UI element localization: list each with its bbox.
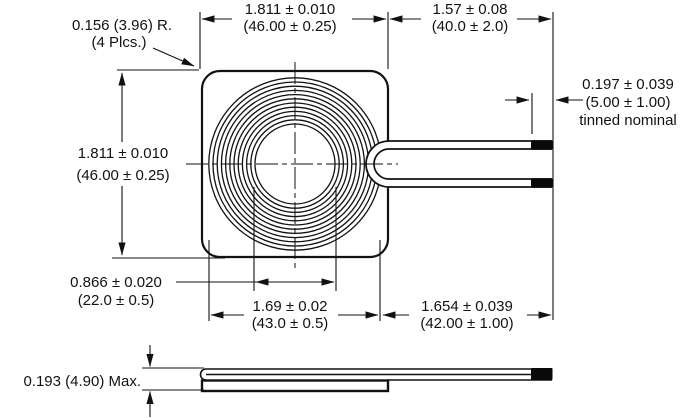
side-view xyxy=(199,368,553,393)
radius-leader-arrow xyxy=(152,47,195,67)
inner-diameter-mm: (22.0 ± 0.5) xyxy=(78,292,155,309)
dimension-labels: 0.156 (3.96) R. (4 Plcs.) 1.811 ± 0.010 … xyxy=(23,1,676,390)
lead-length-top-mm: (40.0 ± 2.0) xyxy=(432,18,509,35)
overall-height-inches: 1.811 ± 0.010 xyxy=(78,145,169,162)
tinned-length-inches: 0.197 ± 0.039 xyxy=(582,76,674,93)
overall-height-mm: (46.00 ± 0.25) xyxy=(76,167,169,184)
inner-diameter-inches: 0.866 ± 0.020 xyxy=(70,274,162,291)
lead-length-bottom-inches: 1.654 ± 0.039 xyxy=(421,298,513,315)
side-view-body xyxy=(200,379,390,393)
winding-outer-inches: 1.69 ± 0.02 xyxy=(253,298,328,315)
dimension-lines xyxy=(112,12,583,417)
side-view-tinned-end xyxy=(531,368,553,380)
lead-length-bottom-mm: (42.00 ± 1.00) xyxy=(420,315,513,332)
lead-wire-bottom-fill xyxy=(389,180,552,186)
lead-wires xyxy=(389,140,553,188)
overall-width-mm: (46.00 ± 0.25) xyxy=(243,18,336,35)
corner-radius-note: (4 Plcs.) xyxy=(91,34,146,51)
tinned-end-top xyxy=(531,140,553,150)
top-view xyxy=(186,62,553,272)
lead-wire-top-fill xyxy=(389,142,552,148)
tinned-end-bottom xyxy=(531,178,553,188)
max-thickness-label: 0.193 (4.90) Max. xyxy=(23,373,141,390)
lead-length-top-inches: 1.57 ± 0.08 xyxy=(433,1,508,18)
overall-width-inches: 1.811 ± 0.010 xyxy=(245,1,336,18)
side-view-strip-end xyxy=(199,368,207,381)
tinned-length-mm: (5.00 ± 1.00) xyxy=(586,94,671,111)
tinned-note: tinned nominal xyxy=(579,112,677,129)
winding-outer-mm: (43.0 ± 0.5) xyxy=(252,315,329,332)
corner-radius-label: 0.156 (3.96) R. xyxy=(72,17,172,34)
